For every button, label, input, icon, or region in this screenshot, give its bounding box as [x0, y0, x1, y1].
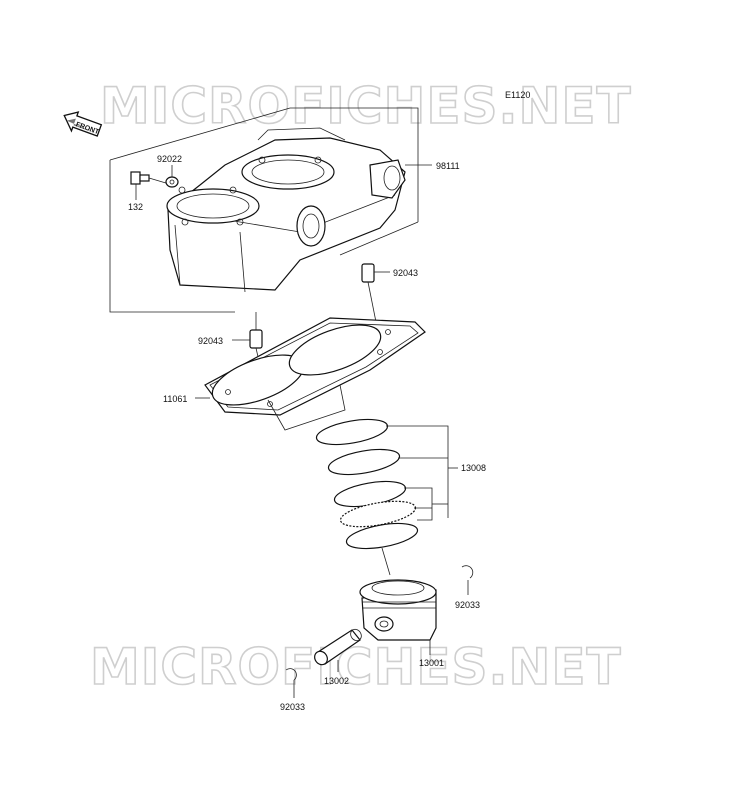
piston-pin-13002 — [314, 628, 362, 672]
circlip-right-92033 — [461, 565, 474, 595]
head-gasket-11061 — [195, 317, 426, 431]
label-92033-right: 92033 — [455, 600, 480, 610]
label-13008: 13008 — [461, 463, 486, 473]
circlip-left-92033 — [285, 668, 297, 698]
label-92033-left: 92033 — [280, 702, 305, 712]
label-92022: 92022 — [157, 154, 182, 164]
label-11061: 11061 — [163, 394, 187, 404]
washer-92022 — [165, 165, 179, 188]
diagram-code: E1120 — [505, 90, 530, 100]
label-13002: 13002 — [324, 676, 349, 686]
label-92043-right: 92043 — [393, 268, 418, 278]
label-13001: 13001 — [419, 658, 444, 668]
watermark-top: MICROFICHES.NET — [100, 77, 632, 135]
dowel-right-92043 — [361, 263, 390, 323]
label-92043-left: 92043 — [198, 336, 223, 346]
cylinder-block — [166, 127, 406, 293]
cylinder-bracket — [109, 107, 432, 313]
label-98111: 98111 — [436, 161, 460, 171]
piston-rings-13008 — [315, 418, 458, 576]
label-132: 132 — [128, 202, 143, 212]
piston-13001 — [359, 579, 437, 655]
front-arrow-icon: FRONT — [63, 111, 103, 137]
watermark-bottom: MICROFICHES.NET — [90, 638, 622, 696]
